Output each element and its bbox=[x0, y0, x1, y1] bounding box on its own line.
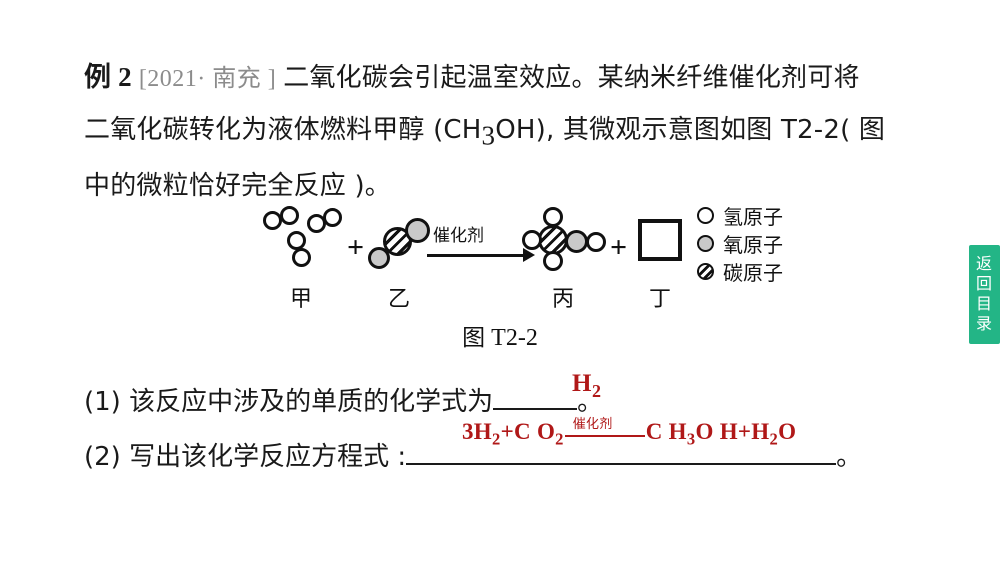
subquestion-2-period: 。 bbox=[836, 442, 863, 472]
hydrogen-atom bbox=[543, 207, 563, 227]
catalyst-label: 催化剂 bbox=[433, 226, 484, 246]
arrow-shaft bbox=[427, 254, 527, 257]
equation-sub-3: 3 bbox=[686, 429, 696, 449]
equation-sub-2b: 2 bbox=[555, 429, 564, 449]
subquestion-2: (2) 写出该化学反应方程式 : 。 bbox=[84, 436, 862, 473]
hydrogen-atom bbox=[586, 232, 606, 252]
stem-line-1-text: 二氧化碳会引起温室效应。某纳米纤维催化剂可将 bbox=[283, 63, 860, 93]
equation-product-ch: C H bbox=[645, 419, 687, 444]
equation-arrow-bar bbox=[564, 434, 645, 437]
side-tab-char-1: 返 bbox=[975, 254, 993, 273]
question-stem: 例 2 [2021· 南充 ] 二氧化碳会引起温室效应。某纳米纤维催化剂可将 二… bbox=[84, 52, 964, 211]
subquestion-1-period: 。 bbox=[577, 387, 604, 417]
side-tab-char-4: 录 bbox=[975, 314, 993, 333]
stem-line-1: 例 2 [2021· 南充 ] 二氧化碳会引起温室效应。某纳米纤维催化剂可将 bbox=[84, 52, 964, 104]
plus-sign-reactants: + bbox=[347, 231, 365, 264]
hydrogen-atom bbox=[522, 230, 542, 250]
source-tag: [2021· 南充 ] bbox=[138, 66, 277, 92]
reaction-diagram: + 催化剂 + 甲 乙 丙 丁 bbox=[255, 205, 725, 315]
legend-item-oxygen: 氧原子 bbox=[697, 230, 827, 257]
atom-legend: 氢原子 氧原子 碳原子 bbox=[697, 202, 827, 286]
return-to-contents-button[interactable]: 返 回 目 录 bbox=[969, 245, 1000, 344]
methanol-subscript: 3 bbox=[481, 120, 496, 151]
reactant-hydrogen-group bbox=[255, 205, 705, 285]
subquestion-1: (1) 该反应中涉及的单质的化学式为 。 bbox=[84, 381, 603, 418]
oxygen-atom bbox=[565, 230, 588, 253]
carbon-atom-icon bbox=[697, 263, 714, 280]
product-methanol-molecule bbox=[255, 205, 705, 285]
legend-label-hydrogen: 氢原子 bbox=[723, 205, 783, 229]
answer-1-subscript: 2 bbox=[591, 381, 602, 401]
answer-blank-1[interactable] bbox=[493, 388, 578, 410]
equation-catalyst-label: 催化剂 bbox=[572, 416, 613, 432]
figure-caption: 图 T2-2 bbox=[0, 318, 1000, 352]
answer-blank-2[interactable] bbox=[406, 443, 837, 465]
arrow-head bbox=[523, 248, 535, 262]
legend-item-carbon: 碳原子 bbox=[697, 258, 827, 285]
equation-coef-h2: 3H bbox=[462, 419, 492, 444]
equation-sub-2a: 2 bbox=[492, 429, 501, 449]
hydrogen-atom bbox=[543, 251, 563, 271]
reactant-co2-molecule bbox=[255, 205, 705, 285]
reactant2-name: 乙 bbox=[387, 287, 410, 312]
figure-caption-id: T2-2 bbox=[491, 325, 538, 351]
oxygen-atom bbox=[405, 218, 430, 243]
legend-item-hydrogen: 氢原子 bbox=[697, 202, 827, 229]
stem-line-3: 中的微粒恰好完全反应 )。 bbox=[84, 160, 964, 211]
example-label: 例 2 bbox=[84, 62, 132, 92]
reaction-arrow: 催化剂 bbox=[427, 223, 535, 267]
hydrogen-atom bbox=[323, 208, 342, 227]
legend-label-oxygen: 氧原子 bbox=[723, 233, 783, 257]
stem-line-2: 二氧化碳转化为液体燃料甲醇 (CH3OH), 其微观示意图如图 T2-2( 图 bbox=[84, 104, 964, 160]
plus-sign-products: + bbox=[610, 231, 628, 264]
product2-name: 丁 bbox=[648, 287, 671, 312]
reactant1-name: 甲 bbox=[289, 287, 312, 312]
stem-line-2-text-b: OH), 其微观示意图如图 T2-2( 图 bbox=[495, 115, 886, 145]
subquestion-2-prompt: (2) 写出该化学反应方程式 : bbox=[84, 442, 407, 472]
equation-plus-co: +C O bbox=[500, 419, 556, 444]
equation-plus-h: +H bbox=[737, 419, 770, 444]
equation-product-oh: O H bbox=[695, 419, 738, 444]
hydrogen-atom bbox=[280, 206, 299, 225]
hydrogen-atom bbox=[292, 248, 311, 267]
equation-sub-2c: 2 bbox=[769, 429, 779, 449]
legend-label-carbon: 碳原子 bbox=[723, 261, 783, 285]
stem-line-3-text: 中的微粒恰好完全反应 )。 bbox=[84, 171, 392, 202]
answer-1-formula: H bbox=[572, 370, 592, 397]
unknown-product-box[interactable] bbox=[638, 219, 682, 261]
stem-line-2-text-a: 二氧化碳转化为液体燃料甲醇 (CH bbox=[84, 115, 482, 145]
subquestion-1-prompt: (1) 该反应中涉及的单质的化学式为 bbox=[84, 387, 494, 417]
equation-catalyst-arrow: 催化剂 bbox=[564, 417, 645, 446]
oxygen-atom bbox=[368, 247, 390, 269]
side-tab-char-3: 目 bbox=[975, 294, 993, 313]
oxygen-atom-icon bbox=[697, 235, 714, 252]
answer-1-text: H2 bbox=[572, 370, 601, 402]
equation-product-o: O bbox=[778, 419, 797, 444]
side-tab-char-2: 回 bbox=[975, 274, 993, 293]
hydrogen-atom-icon bbox=[697, 207, 714, 224]
product1-name: 丙 bbox=[551, 287, 574, 312]
figure-caption-prefix: 图 bbox=[462, 325, 486, 351]
